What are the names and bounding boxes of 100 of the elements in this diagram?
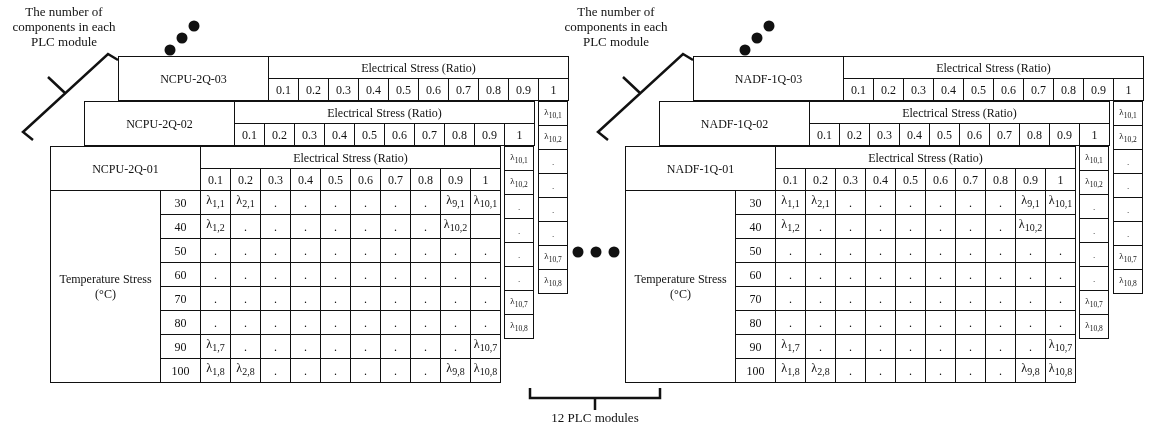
- table-cell: .: [985, 238, 1016, 263]
- column-header: 0.9: [1015, 168, 1046, 191]
- table-cell: .: [985, 214, 1016, 239]
- table-cell: .: [320, 286, 351, 311]
- row-value: 70: [160, 286, 201, 311]
- table-cell: .: [380, 190, 411, 215]
- table-cell: λ$_{10,7}$: [1045, 334, 1076, 359]
- table-cell: .: [1079, 242, 1109, 267]
- column-header: 0.4: [290, 168, 321, 191]
- table-title: NCPU-2Q-02: [84, 101, 235, 146]
- table-cell: .: [1045, 286, 1076, 311]
- table-cell: .: [538, 221, 568, 246]
- table-cell: .: [1079, 218, 1109, 243]
- column-header: 0.6: [925, 168, 956, 191]
- table-cell: .: [410, 358, 441, 383]
- row-header: Temperature Stress (°C): [50, 190, 161, 383]
- table-cell: .: [504, 218, 534, 243]
- column-header: 0.3: [294, 123, 325, 146]
- table-cell: .: [350, 238, 381, 263]
- table-cell: .: [925, 190, 956, 215]
- table-cell: .: [955, 334, 986, 359]
- table-cell: .: [320, 262, 351, 287]
- table-cell: .: [440, 238, 471, 263]
- table-title: NCPU-2Q-03: [118, 56, 269, 101]
- column-header: 0.1: [234, 123, 265, 146]
- table-cell: λ$_{10,8}$: [1045, 358, 1076, 383]
- column-header: 1: [1113, 78, 1144, 101]
- table-cell: .: [350, 262, 381, 287]
- table-cell: λ$_{9,8}$: [1015, 358, 1046, 383]
- table-cell: .: [350, 214, 381, 239]
- table-cell: λ$_{10,7}$: [1113, 245, 1143, 270]
- table-cell: .: [865, 238, 896, 263]
- table-cell: λ$_{1,8}$: [200, 358, 231, 383]
- table-title: NCPU-2Q-01: [50, 146, 201, 191]
- row-value: 40: [735, 214, 776, 239]
- table-cell: .: [230, 310, 261, 335]
- table-cell: λ$_{10,2}$: [1113, 125, 1143, 150]
- table-cell: .: [290, 262, 321, 287]
- table-cell: λ$_{1,1}$: [775, 190, 806, 215]
- column-header: 0.9: [1083, 78, 1114, 101]
- column-header: 0.2: [298, 78, 329, 101]
- table-cell: .: [925, 310, 956, 335]
- column-header: 0.1: [775, 168, 806, 191]
- table-cell: .: [230, 334, 261, 359]
- column-header: 0.3: [328, 78, 359, 101]
- table-cell: .: [260, 238, 291, 263]
- column-header: 0.7: [989, 123, 1020, 146]
- row-value: 60: [735, 262, 776, 287]
- column-header: 0.4: [899, 123, 930, 146]
- table-cell: .: [865, 214, 896, 239]
- table-cell: .: [380, 334, 411, 359]
- table-cell: .: [805, 262, 836, 287]
- table-cell: .: [895, 214, 926, 239]
- table-cell: .: [805, 334, 836, 359]
- table-header: [693, 56, 1144, 101]
- table-cell: .: [1015, 310, 1046, 335]
- table-cell: .: [440, 286, 471, 311]
- table-cell: .: [865, 310, 896, 335]
- column-header: 1: [470, 168, 501, 191]
- table-cell: .: [380, 214, 411, 239]
- row-value: 50: [160, 238, 201, 263]
- table-cell: λ$_{10,7}$: [470, 334, 501, 359]
- table-cell: λ$_{10,2}$: [1079, 170, 1109, 195]
- column-header: 0.1: [268, 78, 299, 101]
- table-cell: .: [895, 310, 926, 335]
- table-header: [659, 101, 1110, 146]
- table-cell: λ$_{2,1}$: [230, 190, 261, 215]
- table-cell: .: [470, 286, 501, 311]
- table-heading: Electrical Stress (Ratio): [200, 146, 501, 169]
- table-cell: .: [955, 238, 986, 263]
- column-header: 0.7: [414, 123, 445, 146]
- table-cell: .: [985, 310, 1016, 335]
- table-cell: .: [835, 214, 866, 239]
- column-header: 0.4: [865, 168, 896, 191]
- table-cell: .: [1079, 266, 1109, 291]
- table-cell: .: [200, 286, 231, 311]
- table-cell: .: [985, 334, 1016, 359]
- column-header: 0.5: [320, 168, 351, 191]
- column-header: 0.9: [440, 168, 471, 191]
- data-table: [50, 146, 502, 383]
- column-header: 0.5: [354, 123, 385, 146]
- table-cell: .: [320, 238, 351, 263]
- column-header: 0.2: [230, 168, 261, 191]
- table-cell: .: [865, 262, 896, 287]
- table-cell: .: [230, 238, 261, 263]
- table-cell: λ$_{10,7}$: [538, 245, 568, 270]
- column-header: 1: [1045, 168, 1076, 191]
- row-value: 80: [735, 310, 776, 335]
- table-heading: Electrical Stress (Ratio): [234, 101, 535, 124]
- table-cell: .: [470, 310, 501, 335]
- column-header: 0.8: [410, 168, 441, 191]
- table-cell: .: [320, 358, 351, 383]
- table-cell: .: [320, 190, 351, 215]
- table-cell: .: [230, 214, 261, 239]
- table-cell: .: [290, 358, 321, 383]
- column-header: 0.2: [264, 123, 295, 146]
- column-header: 0.5: [388, 78, 419, 101]
- table-cell: .: [805, 214, 836, 239]
- table-cell: λ$_{10,8}$: [1113, 269, 1143, 294]
- column-header: 0.8: [478, 78, 509, 101]
